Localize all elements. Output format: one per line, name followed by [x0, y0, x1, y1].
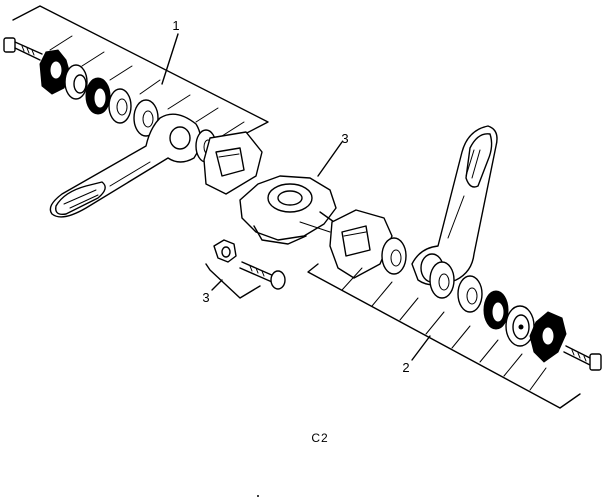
right-plate [329, 209, 393, 279]
callout-1-label: 1 [172, 18, 179, 33]
lower-nut [213, 239, 237, 263]
callout-3-center-leader [317, 141, 343, 177]
callout-2-label: 2 [402, 360, 409, 375]
right-star-knob [529, 311, 567, 363]
left-crank-arm [49, 113, 202, 218]
group-1-bracket [12, 5, 269, 137]
right-crank-arm [411, 125, 498, 286]
lower-bolt [239, 261, 286, 290]
right-washers [429, 261, 535, 347]
group-3-bracket [205, 263, 261, 299]
figure-code: C2 [311, 431, 328, 445]
left-bolt [3, 37, 43, 61]
right-arm-washer [381, 237, 407, 275]
left-plate [203, 131, 263, 195]
callout-3-center-label: 3 [341, 131, 348, 146]
group-2-bracket [307, 263, 581, 409]
right-bolt [563, 345, 602, 371]
left-washers [64, 64, 159, 137]
scan-speck [257, 495, 259, 497]
callout-3-lower-label: 3 [202, 290, 209, 305]
left-star-knob [39, 49, 71, 95]
center-housing [239, 175, 339, 245]
